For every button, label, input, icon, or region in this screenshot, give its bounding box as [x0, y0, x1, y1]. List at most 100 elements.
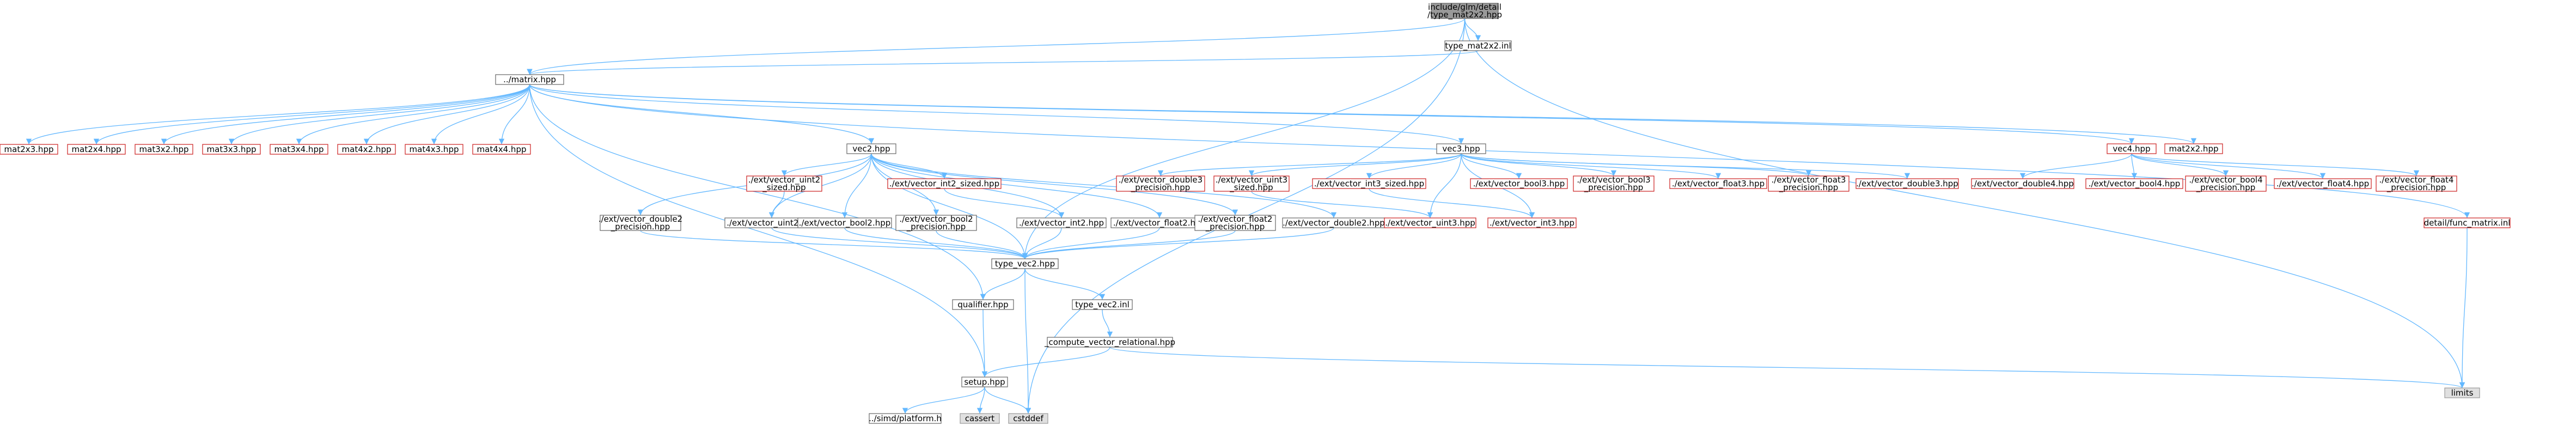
- node-v_uint3_sized[interactable]: ./ext/vector_uint3_sized.hpp: [1213, 175, 1290, 193]
- node-vec4[interactable]: vec4.hpp: [2107, 143, 2157, 154]
- node-simd_platform[interactable]: ../simd/platform.h: [869, 413, 942, 424]
- node-v_float3_prec-label-1: _precision.hpp: [1779, 183, 1839, 193]
- edge-type_vec2-to-type_vec2_inl: [1024, 268, 1106, 300]
- node-v_double3-label-0: ./ext/vector_double3.hpp: [1856, 179, 1958, 189]
- node-v_float4-box: [2274, 178, 2372, 189]
- node-v_float4_prec-label-0: ./ext/vector_float4: [2379, 175, 2454, 185]
- node-limits: limits: [2444, 387, 2480, 398]
- node-v_float4_prec[interactable]: ./ext/vector_float4_precision.hpp: [2376, 175, 2457, 193]
- node-v_float2-label-0: ./ext/vector_float2.hpp: [1113, 218, 1206, 228]
- node-type_mat2x2_inl[interactable]: type_mat2x2.inl: [1444, 40, 1512, 51]
- node-vec2[interactable]: vec2.hpp: [846, 143, 896, 154]
- edge-matrix-to-vec4: [529, 84, 2134, 144]
- node-v_bool3_prec[interactable]: ./ext/vector_bool3_precision.hpp: [1573, 175, 1655, 193]
- node-mat4x2[interactable]: mat4x2.hpp: [337, 144, 396, 155]
- node-qualifier[interactable]: qualifier.hpp: [952, 299, 1014, 310]
- node-v_uint3[interactable]: ./ext/vector_uint3.hpp: [1384, 217, 1476, 228]
- node-simd_platform-label-0: ../simd/platform.h: [869, 414, 942, 423]
- edge-compute_vr-to-limits: [1109, 347, 2465, 389]
- node-mat4x4[interactable]: mat4x4.hpp: [472, 144, 531, 155]
- node-cstddef-box: [1008, 413, 1048, 424]
- node-v_float4_prec-label-1: _precision.hpp: [2386, 183, 2446, 193]
- edge-vec3-to-v_double3_prec: [1158, 153, 1462, 177]
- edge-vec4-to-v_float4_prec: [2131, 153, 2419, 177]
- node-mat3x2-box: [135, 144, 193, 155]
- node-cassert-box: [960, 413, 1000, 424]
- node-vec4-label-0: vec4.hpp: [2113, 144, 2150, 154]
- edges-layer: [26, 18, 2470, 414]
- node-v_bool4[interactable]: ./ext/vector_bool4.hpp: [2085, 178, 2183, 189]
- node-setup[interactable]: setup.hpp: [961, 377, 1008, 387]
- node-v_int2_sized-box: [887, 178, 1002, 189]
- node-v_float4-label-0: ./ext/vector_float4.hpp: [2276, 179, 2369, 189]
- node-v_double2_prec-label-1: _precision.hpp: [611, 222, 670, 232]
- node-matrix-label-0: ../matrix.hpp: [503, 75, 556, 84]
- node-type_vec2_inl[interactable]: type_vec2.inl: [1072, 299, 1133, 310]
- node-func_matrix[interactable]: detail/func_matrix.inl: [2424, 217, 2511, 228]
- node-compute_vr[interactable]: _compute_vector_relational.hpp: [1044, 337, 1175, 348]
- node-qualifier-label-0: qualifier.hpp: [957, 300, 1008, 310]
- node-v_double4[interactable]: ./ext/vector_double4.hpp: [1971, 178, 2074, 189]
- node-mat3x3[interactable]: mat3x3.hpp: [202, 144, 261, 155]
- edge-v_int2_sized-to-v_int2: [944, 188, 1065, 219]
- nodes-layer: include/glm/detail/type_mat2x2.hpp type_m…: [0, 2, 2511, 424]
- node-mat2x3[interactable]: mat2x3.hpp: [0, 144, 58, 155]
- node-v_int3[interactable]: ./ext/vector_int3.hpp: [1487, 217, 1577, 228]
- node-mat3x2[interactable]: mat3x2.hpp: [135, 144, 193, 155]
- node-type_vec2[interactable]: type_vec2.hpp: [991, 258, 1059, 269]
- node-v_float2_prec[interactable]: ./ext/vector_float2_precision.hpp: [1194, 214, 1276, 232]
- node-v_uint2_sized[interactable]: ./ext/vector_uint2_sized.hpp: [746, 175, 822, 193]
- edge-v_bool2_prec-to-type_vec2: [936, 230, 1028, 259]
- node-v_int2_sized[interactable]: ./ext/vector_int2_sized.hpp: [887, 178, 1002, 189]
- node-setup-box: [961, 377, 1008, 387]
- node-func_matrix-box: [2424, 217, 2511, 228]
- edge-v_float2-to-type_vec2: [1022, 227, 1160, 259]
- edge-matrix-to-vec3: [529, 84, 1464, 144]
- edge-setup-to-cassert: [976, 386, 985, 414]
- node-v_double3_prec[interactable]: ./ext/vector_double3_precision.hpp: [1116, 175, 1205, 193]
- node-v_bool4_prec[interactable]: ./ext/vector_bool4_precision.hpp: [2185, 175, 2267, 193]
- node-v_int3-box: [1487, 217, 1577, 228]
- node-v_int3_sized[interactable]: ./ext/vector_int3_sized.hpp: [1312, 178, 1426, 189]
- node-v_float2[interactable]: ./ext/vector_float2.hpp: [1110, 217, 1208, 228]
- node-v_bool2_prec-box: [895, 215, 977, 231]
- edge-v_double2_prec-to-type_vec2: [640, 230, 1028, 259]
- node-mat2x4-label-0: mat2x4.hpp: [72, 144, 121, 154]
- edge-type_vec2-to-qualifier: [980, 268, 1025, 300]
- node-v_double2_prec[interactable]: ./ext/vector_double2_precision.hpp: [599, 214, 682, 232]
- node-v_double2-label-0: ./ext/vector_double2.hpp: [1283, 218, 1385, 228]
- node-v_float3[interactable]: ./ext/vector_float3.hpp: [1669, 178, 1767, 189]
- node-mat2x3-box: [0, 144, 58, 155]
- node-mat4x3[interactable]: mat4x3.hpp: [405, 144, 463, 155]
- node-v_bool2[interactable]: ./ext/vector_bool2.hpp: [797, 217, 892, 228]
- node-mat4x4-label-0: mat4x4.hpp: [477, 144, 527, 154]
- node-root[interactable]: include/glm/detail/type_mat2x2.hpp: [1427, 2, 1502, 20]
- node-vec3[interactable]: vec3.hpp: [1436, 143, 1486, 154]
- edge-v_float2_prec-to-type_vec2: [1022, 230, 1236, 259]
- node-v_int2_sized-label-0: ./ext/vector_int2_sized.hpp: [889, 179, 999, 189]
- edge-type_mat2x2_inl-to-matrix: [527, 50, 1479, 75]
- node-v_bool4_prec-label-0: ./ext/vector_bool4: [2189, 175, 2262, 185]
- node-mat3x4[interactable]: mat3x4.hpp: [270, 144, 328, 155]
- edge-setup-to-cstddef: [984, 386, 1031, 414]
- node-v_float3_prec[interactable]: ./ext/vector_float3_precision.hpp: [1768, 175, 1849, 193]
- node-v_bool3[interactable]: ./ext/vector_bool3.hpp: [1470, 178, 1568, 189]
- node-v_int2[interactable]: ./ext/vector_int2.hpp: [1016, 217, 1107, 228]
- node-v_bool2_prec[interactable]: ./ext/vector_bool2_precision.hpp: [895, 214, 977, 232]
- node-type_mat2x2_inl-box: [1444, 40, 1512, 51]
- node-v_double3[interactable]: ./ext/vector_double3.hpp: [1855, 178, 1959, 189]
- node-root-label-0: include/glm/detail: [1428, 2, 1501, 12]
- node-mat2x4[interactable]: mat2x4.hpp: [67, 144, 126, 155]
- node-mat2x2[interactable]: mat2x2.hpp: [2164, 143, 2223, 154]
- node-v_bool3_prec-label-1: _precision.hpp: [1584, 183, 1644, 193]
- edge-root-to-matrix: [527, 18, 1466, 75]
- node-v_float4[interactable]: ./ext/vector_float4.hpp: [2274, 178, 2372, 189]
- node-v_float3-box: [1669, 178, 1767, 189]
- edge-vec3-to-v_double3: [1461, 153, 1910, 179]
- edge-vec3-to-v_uint3_sized: [1248, 153, 1462, 177]
- node-v_bool3-label-0: ./ext/vector_bool3.hpp: [1473, 179, 1565, 189]
- node-v_double3_prec-label-0: ./ext/vector_double3: [1119, 175, 1202, 185]
- node-v_double2[interactable]: ./ext/vector_double2.hpp: [1282, 217, 1385, 228]
- node-matrix[interactable]: ../matrix.hpp: [495, 74, 564, 85]
